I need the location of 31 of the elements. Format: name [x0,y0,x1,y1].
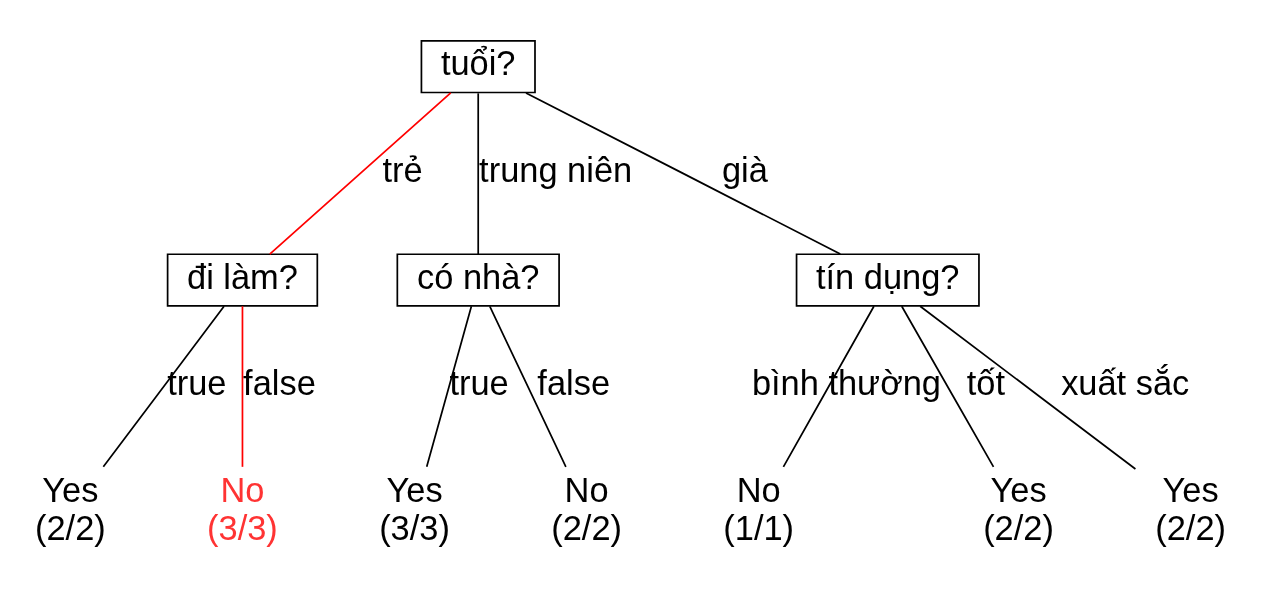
edge-label: true [167,364,227,403]
connector [919,305,1137,470]
node-text: Yes (3/3) [379,471,450,547]
node-text: Yes (2/2) [35,471,106,547]
connector [425,305,473,468]
connector [102,305,225,468]
node-text: No (1/1) [723,471,795,547]
edge-label: true [449,364,509,403]
edge-label: trung niên [479,150,633,189]
edge-label: false [243,364,316,403]
node-text: No (2/2) [551,471,622,547]
edge-label: false [537,364,611,403]
connector [900,305,995,468]
edge-label: bình thường [751,364,941,403]
edge-label: già [721,150,768,189]
edge-label: xuất sắc [1061,364,1190,403]
connector [488,305,567,468]
node-box: đi làm? [166,253,319,307]
connector [477,92,480,255]
node-text: Yes (2/2) [983,471,1054,547]
node-box: có nhà? [396,253,560,307]
node-text: Yes (2/2) [1155,471,1226,547]
connector [268,92,452,255]
edge-label: tốt [966,364,1005,403]
node-box: tuổi? [420,40,536,94]
connector [782,305,875,468]
connector [525,92,842,255]
edge-label: trẻ [382,150,423,189]
node-box: tín dụng? [795,253,980,307]
node-text: No (3/3) [207,471,278,547]
connector [241,305,244,468]
